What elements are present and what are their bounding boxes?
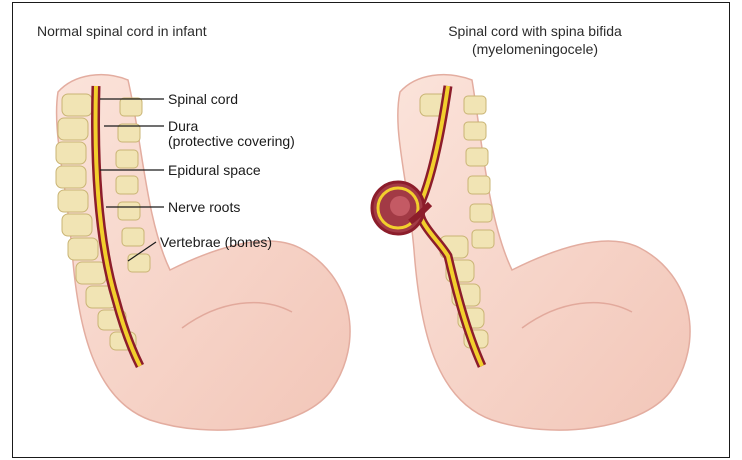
label-spinal-cord: Spinal cord [168, 91, 238, 107]
panel-title-spina-bifida-line2: (myelomeningocele) [430, 40, 640, 58]
panel-title-spina-bifida-line1: Spinal cord with spina bifida [430, 22, 640, 40]
label-vertebrae: Vertebrae (bones) [160, 234, 272, 250]
label-epidural-space: Epidural space [168, 162, 261, 178]
panel-title-spina-bifida: Spinal cord with spina bifida (myelomeni… [430, 22, 640, 58]
label-nerve-roots: Nerve roots [168, 199, 240, 215]
spina-bifida-figure [372, 75, 690, 430]
panel-title-normal: Normal spinal cord in infant [37, 22, 207, 40]
label-dura-name: Dura [168, 118, 198, 134]
label-dura: Dura (protective covering) [168, 118, 198, 134]
label-dura-note: (protective covering) [168, 133, 295, 149]
normal-infant-figure [56, 75, 350, 430]
